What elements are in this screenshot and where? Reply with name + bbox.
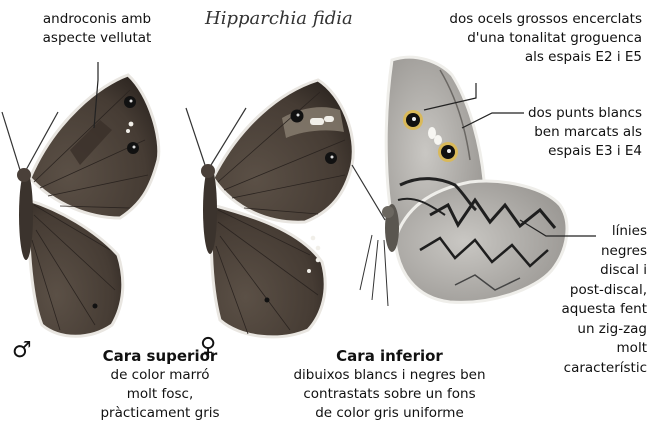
label-punts-line: espais E3 i E4 [490,142,642,161]
female-butterfly [186,80,353,337]
label-androconis-line: androconis amb [6,10,188,29]
label-androconis-line: aspecte vellutat [6,29,188,48]
caption-superior-heading: Cara superior [60,347,260,366]
label-linies: línies negres discal i post-discal, aque… [540,222,647,378]
label-linies-line: un zig-zag [540,320,647,340]
label-linies-line: molt [540,339,647,359]
label-linies-line: discal i [540,261,647,281]
label-linies-line: post-discal, [540,281,647,301]
caption-superior-line: de color marró [60,366,260,385]
label-punts: dos punts blancs ben marcats als espais … [490,104,642,161]
species-title: Hipparchia fidia [205,8,353,29]
label-linies-line: línies [540,222,647,242]
label-linies-line: característic [540,359,647,379]
caption-inferior: Cara inferior dibuixos blancs i negres b… [262,347,517,423]
label-linies-line: aquesta fent [540,300,647,320]
label-androconis: androconis amb aspecte vellutat [6,10,188,48]
label-linies-line: negres [540,242,647,262]
underside-butterfly [352,57,567,306]
caption-superior-line: molt fosc, [60,385,260,404]
male-butterfly [2,75,159,336]
caption-inferior-line: de color gris uniforme [262,404,517,423]
caption-inferior-line: contrastats sobre un fons [262,385,517,404]
caption-superior: Cara superior de color marró molt fosc, … [60,347,260,423]
caption-inferior-heading: Cara inferior [262,347,517,366]
caption-superior-line: pràcticament gris [60,404,260,423]
label-punts-line: ben marcats als [490,123,642,142]
caption-inferior-line: dibuixos blancs i negres ben [262,366,517,385]
male-symbol: ♂ [12,340,32,362]
label-punts-line: dos punts blancs [490,104,642,123]
label-ocels-line: d'una tonalitat groguenca [380,29,642,48]
label-ocels-line: dos ocels grossos encerclats [380,10,642,29]
label-ocels-line: als espais E2 i E5 [380,48,642,67]
label-ocels: dos ocels grossos encerclats d'una tonal… [380,10,642,67]
